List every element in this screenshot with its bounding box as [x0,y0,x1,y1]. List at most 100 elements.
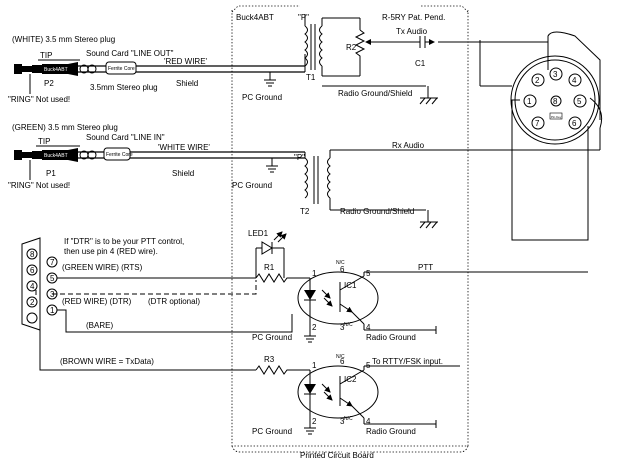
fsk-target-label: To RTTY/FSK input. [372,357,443,366]
dtr-note-line1: If "DTR" is to be your PTT control, [64,237,184,246]
p2-title: (WHITE) 3.5 mm Stereo plug [12,35,115,44]
resistor-r1 [255,273,310,283]
db9-pin-8: 8 [30,250,35,259]
connector-pin-7: 7 [535,119,540,128]
connector-wiring [479,31,603,241]
r1-label: R1 [264,263,275,272]
connector-pin-4: 4 [572,76,577,85]
p2-ref-label: P2 [44,79,54,88]
dtr-note-line2: then use pin 4 (RED wire). [64,247,158,256]
p2-sound-card: Sound Card "LINE OUT" [86,49,174,58]
ic2-pin1: 1 [312,361,317,370]
ic2-pin6: 6 [340,357,345,366]
led1 [255,231,287,278]
tx-audio-label: Tx Audio [396,27,428,36]
connector-pin-1: 1 [527,97,532,106]
t1-radio-ground-label: Radio Ground/Shield [338,89,412,98]
fsk-line [304,365,460,435]
txdata-label: (BROWN WIRE = TxData) [60,357,154,366]
db9-pin-5: 5 [50,274,55,283]
plug-p2 [14,62,78,76]
ic2-pin2: 2 [312,417,317,426]
db9-pin-2: 2 [30,298,35,307]
pot-r2 [354,29,380,76]
db9-connector [21,237,58,331]
ptt-label: PTT [418,263,433,272]
ic1-pin3: 3 [340,323,345,332]
db9-pin-1: 1 [50,306,55,315]
p1-ring-note: "RING" Not used! [8,181,70,190]
p1-ferrite: Ferrite Core [106,152,133,158]
t2-pc-ground [266,158,278,173]
p2-ferrite: Ferrite Core [108,66,135,72]
optocoupler-ic2 [297,365,379,424]
p2-plug-note: 3.5mm Stereo plug [90,83,158,92]
ic1-pin1: 1 [312,269,317,278]
t2-pc-ground-label: PC Ground [232,181,272,190]
p1-cable [78,147,305,161]
t2-ref-label: T2 [300,207,310,216]
p1-wire-label: 'WHITE WIRE' [158,143,210,152]
ic2-pc-ground-label: PC Ground [252,427,292,436]
tx-audio-line [380,36,549,70]
connector-center-pin: 8 [553,97,558,106]
t2-radio-ground-label: Radio Ground/Shield [340,207,414,216]
ic1-nc-bottom: N/C [344,322,353,328]
db9-pin-6: 6 [30,266,35,275]
transformer-t1 [304,14,361,77]
p2-tip-label: TIP [40,51,52,60]
connector-key-text: Pin Key [551,115,562,119]
transformer-t2 [304,149,436,211]
t1-p-label: "P" [298,13,309,22]
ic1-pin4: 4 [366,323,371,332]
c1-label: C1 [415,59,426,68]
t1-pc-ground-label: PC Ground [242,93,282,102]
p2-badge: Buck4ABT [44,67,68,73]
connector-pin-5: 5 [577,97,582,106]
rts-label: (GREEN WIRE) (RTS) [62,263,143,272]
p1-badge: Buck4ABT [44,153,68,159]
r2-label: R2 [346,43,357,52]
optocoupler-ic1 [297,271,379,330]
ic1-nc-top: N/C [336,260,345,266]
ic2-radio-ground-label: Radio Ground [366,427,416,436]
db9-pin-7: 7 [50,258,55,267]
ic1-label: IC1 [344,281,357,290]
db9-pin-4: 4 [30,282,35,291]
p1-shield-label: Shield [172,169,194,178]
pcb-label: Printed Circuit Board [300,451,374,460]
ic2-nc-top: N/C [336,354,345,360]
ic1-pc-ground-label: PC Ground [252,333,292,342]
connector-pin-6: 6 [572,119,577,128]
designer-label: Buck4ABT [236,13,274,22]
p2-cable [78,61,306,75]
ic1-pin5: 5 [366,269,371,278]
r3-label: R3 [264,355,275,364]
ic1-pin6: 6 [340,265,345,274]
ptt-line [304,271,588,343]
serial-wiring [35,277,293,371]
t1-radio-ground [322,85,438,105]
ic2-nc-bottom: N/C [344,416,353,422]
p2-wire-label: 'RED WIRE' [164,57,208,66]
p1-title: (GREEN) 3.5 mm Stereo plug [12,123,118,132]
p2-ring-note: "RING" Not used! [8,95,70,104]
bare-label: (BARE) [86,321,113,330]
t2-radio-ground [419,210,438,229]
resistor-r3 [255,365,310,375]
dtr-label: (RED WIRE) (DTR) [62,297,132,306]
dtr-optional-label: (DTR optional) [148,297,200,306]
ic2-label: IC2 [344,375,357,384]
led1-label: LED1 [248,229,269,238]
p1-sound-card: Sound Card "LINE IN" [86,133,165,142]
p2-shield-label: Shield [176,79,198,88]
p1-ref-label: P1 [46,169,56,178]
p1-tip-label: TIP [38,137,50,146]
connector-pin-2: 2 [535,76,540,85]
plug-p1 [14,148,78,162]
ic1-radio-ground-label: Radio Ground [366,333,416,342]
pcb-outline [231,5,469,453]
t1-pc-ground [264,71,305,87]
ic2-pin4: 4 [366,417,371,426]
